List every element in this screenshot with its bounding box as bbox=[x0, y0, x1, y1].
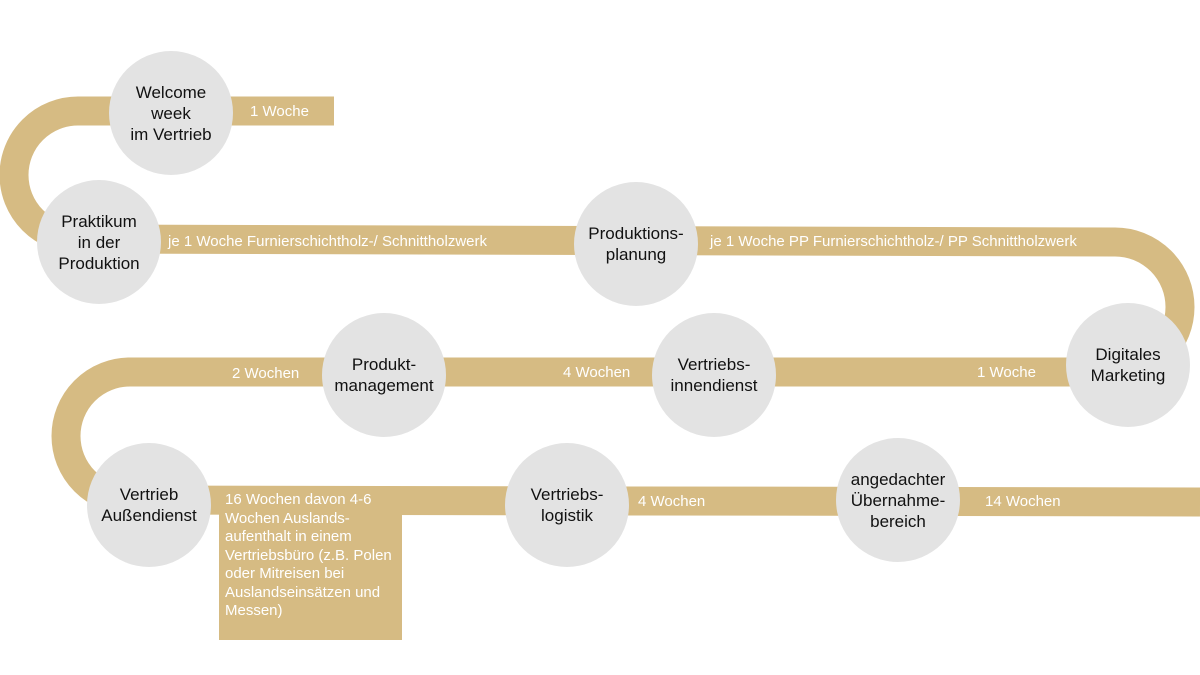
duration-label-produktionsplanung: je 1 Woche PP Furnierschichtholz-/ PP Sc… bbox=[710, 233, 1077, 250]
duration-label-produktmanagement: 2 Wochen bbox=[232, 365, 300, 382]
aussendienst-note-text: 16 Wochen davon 4-6 Wochen Auslands-aufe… bbox=[225, 491, 392, 619]
node-welcome-week: Welcome week im Vertrieb bbox=[109, 51, 233, 175]
aussendienst-note-box bbox=[219, 490, 402, 640]
duration-label-digitales-marketing: 1 Woche bbox=[977, 364, 1036, 381]
node-vertriebslogistik: Vertriebs- logistik bbox=[505, 443, 629, 567]
duration-label-welcome: 1 Woche bbox=[250, 103, 309, 120]
duration-label-vertriebsinnendienst: 4 Wochen bbox=[563, 364, 631, 381]
node-vertriebsinnendienst: Vertriebs- innendienst bbox=[652, 313, 776, 437]
node-produktmanagement: Produkt- management bbox=[322, 313, 446, 437]
node-vertrieb-aussendienst: Vertrieb Außendienst bbox=[87, 443, 211, 567]
node-digitales-marketing: Digitales Marketing bbox=[1066, 303, 1190, 427]
path-segment bbox=[0, 96, 1200, 517]
duration-label-uebernahmebereich: 14 Wochen bbox=[985, 493, 1061, 510]
node-uebernahmebereich: angedachter Übernahme- bereich bbox=[836, 438, 960, 562]
duration-label-praktikum: je 1 Woche Furnierschichtholz-/ Schnitth… bbox=[168, 233, 488, 250]
node-praktikum: Praktikum in der Produktion bbox=[37, 180, 161, 304]
node-produktionsplanung: Produktions- planung bbox=[574, 182, 698, 306]
duration-label-vertriebslogistik: 4 Wochen bbox=[638, 493, 706, 510]
